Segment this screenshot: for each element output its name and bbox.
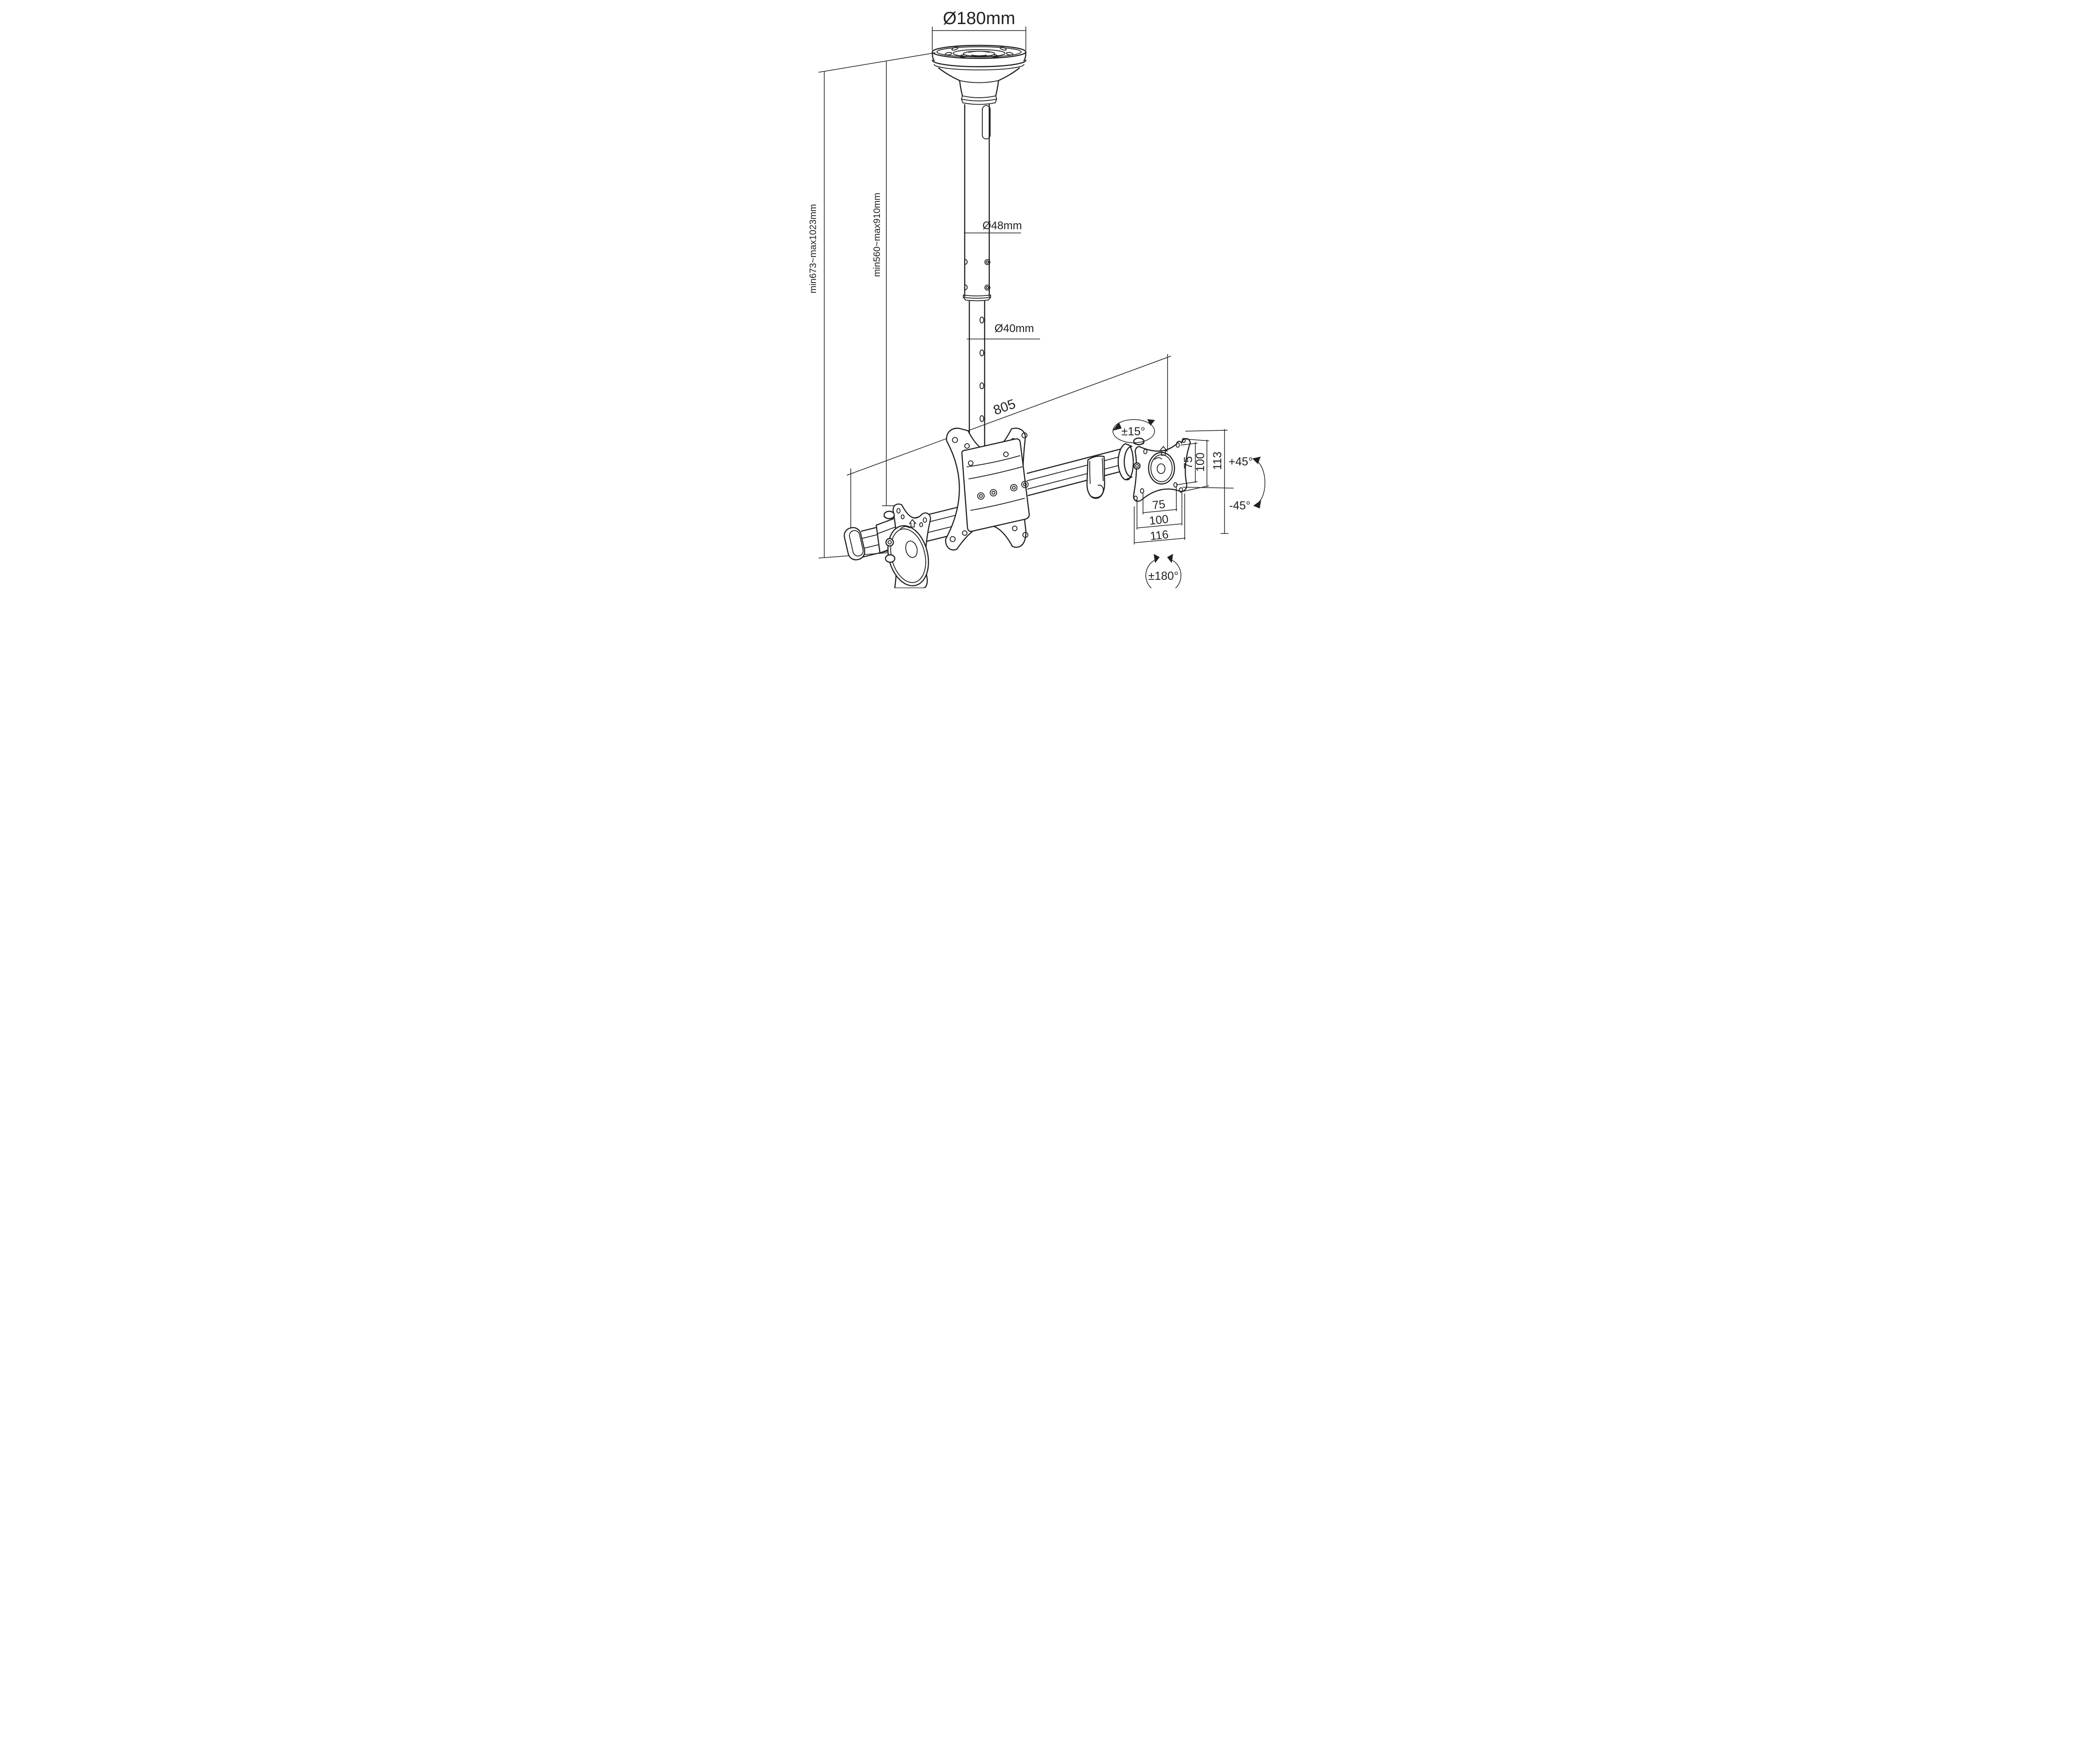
dim-75-horizontal [1143,486,1177,515]
rotation-arrow-right [1167,554,1173,563]
dimension-lines-front [1112,419,1265,588]
dim-plate-height-label: 113 [1211,452,1224,470]
right-disc-slot [1154,457,1162,460]
diagram-page: Ø180mm min673~max1023mm min560~max910mm … [693,0,1386,588]
up-arrow-icon [909,519,917,527]
dim-bar-length-label: 805 [992,396,1018,418]
center-assembly [945,427,1030,551]
right-socket-screw [1133,462,1141,470]
rotation-arrow-left [1154,554,1160,563]
plate-side-edges [931,51,1027,62]
neck-collar [961,95,997,105]
dim-plate-width-label: 116 [1149,528,1169,543]
cone-band [959,80,999,83]
pole [963,104,991,454]
left-socket-screw [885,538,894,547]
right-monitor-bracket [1118,437,1191,502]
neck-collar-sides [961,95,997,103]
left-disc-slot [900,526,910,529]
angle-swivel-label: ±15° [1121,425,1145,438]
bar-right-shading [1027,455,1126,490]
angle-tilt-up-label: +45° [1229,455,1253,468]
right-dome-base [1133,443,1144,446]
left-lock-knob [885,554,896,563]
swivel-arrow-right [1147,419,1155,426]
bar-end-cap [843,527,866,560]
dim-116 [1134,493,1186,545]
left-disc-hub [905,540,918,558]
dim-tube-lower-label: Ø40mm [994,322,1034,335]
swivel-arrow-ellipse [1112,419,1155,443]
right-disc-hub [1156,463,1166,474]
mount-technical-drawing: Ø180mm min673~max1023mm min560~max910mm … [693,0,1386,588]
ceiling-plate-slots [945,46,1013,58]
ext-line-ceiling-plane [818,52,936,73]
bar-right-edges [1026,447,1127,496]
cone-sides [959,80,999,97]
clamp-screws [968,452,1029,500]
left-vesa-holes [896,508,927,527]
dim-height-pole-label: min560~max910mm [872,193,882,277]
dim-tube-upper-label: Ø48mm [982,220,1022,232]
plate-lower-rim2 [934,64,1024,70]
dim-vesa-h100-label: 100 [1149,513,1169,527]
dim-113 [1182,429,1234,534]
crossbar-right [1026,444,1134,499]
angle-tilt-down-label: -45° [1229,499,1250,512]
ceiling-plate-ring [953,49,1005,57]
swivel-collar [1118,443,1133,481]
left-monitor-bracket [875,503,931,588]
height-adjust-holes [980,316,984,422]
clamp-lines [967,455,1025,511]
hub-detail [968,50,990,56]
dim-vesa-h75-label: 75 [1152,498,1166,512]
inner-tube [968,300,986,454]
rotation-arrow-circle [1145,559,1181,588]
dim-line-805 [847,356,1171,476]
dim-75-vertical [1176,442,1198,485]
dim-100-horizontal [1137,491,1182,530]
tilt-arrow-up [1252,457,1261,464]
pole-bar-clamp [961,438,1030,532]
dimension-lines-back [818,26,1171,559]
dim-ticks-ceiling-diameter [932,26,1026,50]
plate-skirt [938,67,1020,82]
tilt-arrow-down [1253,500,1261,508]
outer-tube [964,104,990,297]
right-disc [1148,452,1175,485]
tilt-arrow-arc [1256,460,1265,504]
dim-height-total-label: min673~max1023mm [808,204,818,294]
cable-hook-lines [1089,458,1104,498]
plate-lower-rim [931,59,1027,68]
ceiling-plate [931,44,1027,105]
dim-vesa-v75-label: 75 [1182,456,1195,469]
swivel-arrow-left [1112,422,1122,431]
dim-100-vertical [1183,439,1209,492]
dim-vesa-v100-label: 100 [1194,452,1207,472]
labels: Ø180mm min673~max1023mm min560~max910mm … [808,9,1253,583]
locking-screws [964,259,991,291]
dim-ceiling-diameter-label: Ø180mm [943,9,1015,28]
left-dome-base [884,516,895,519]
angle-rotation-label: ±180° [1148,570,1178,583]
outer-tube-slot [982,105,991,139]
tube-joint-collar [963,295,991,301]
up-arrow-icon [1159,446,1168,456]
